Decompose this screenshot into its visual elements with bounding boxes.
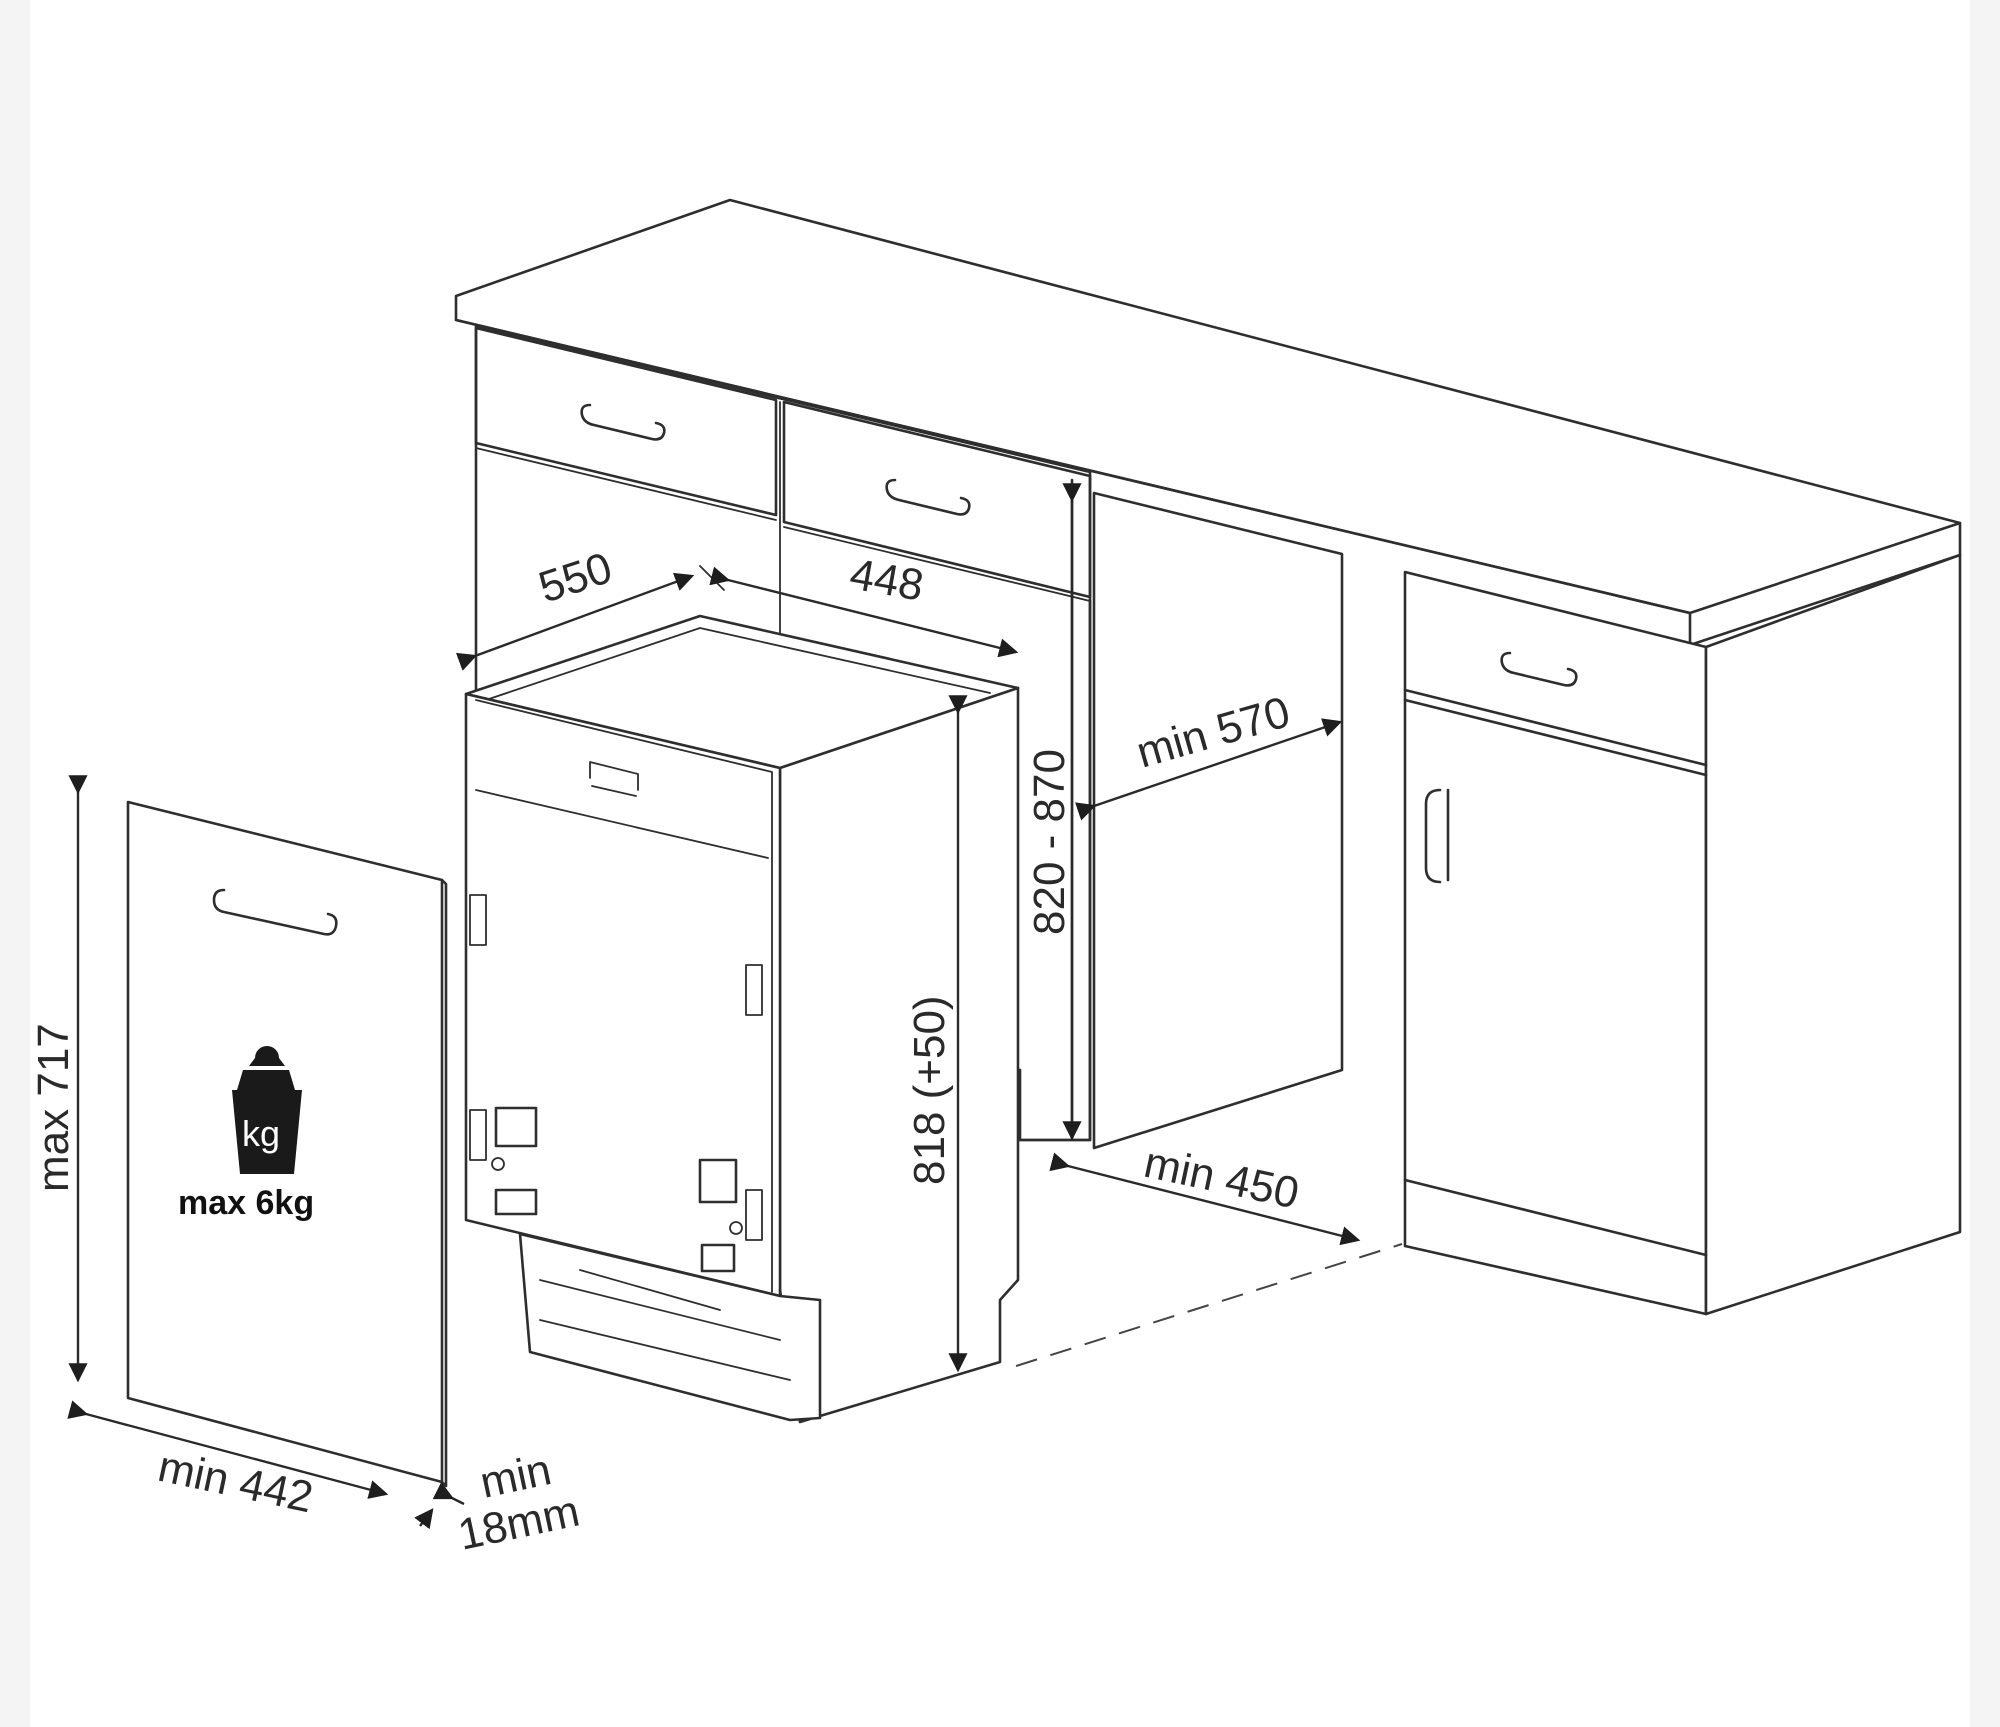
dishwasher-front — [464, 692, 782, 1298]
dishwasher-plinth — [518, 1232, 822, 1422]
left-drawer-2 — [782, 400, 1092, 599]
right-drawer-bottom — [1403, 688, 1708, 767]
floor-dashed-line — [1015, 1243, 1403, 1367]
side-clip — [469, 1109, 487, 1161]
drawer-handle-icon — [212, 888, 338, 936]
screw — [729, 1221, 743, 1235]
countertop-side-edge — [1688, 521, 1962, 615]
drawer-seam — [475, 447, 777, 521]
dim-niche-width — [1049, 1152, 1361, 1246]
right-door-top — [1403, 698, 1708, 777]
plinth-detail — [539, 1269, 791, 1381]
label-thickness-value: 18mm — [454, 1486, 584, 1559]
door-handle-icon — [1424, 788, 1442, 884]
side-clip — [469, 894, 487, 946]
label-panel-height: max 717 — [29, 1023, 78, 1192]
drawer-handle-icon — [1500, 651, 1578, 687]
right-plinth-line — [1403, 1178, 1708, 1257]
hinge-block — [494, 1188, 538, 1216]
hinge-block — [698, 1158, 738, 1204]
front-frame — [475, 699, 773, 1293]
screw — [491, 1157, 505, 1171]
right-margin-strip — [1970, 0, 2000, 1727]
drawer-handle-icon — [580, 403, 666, 441]
niche-back-panel — [1092, 491, 1344, 1150]
dim-niche-depth — [1074, 718, 1343, 821]
label-cabinet-height: 820 - 870 — [1025, 749, 1074, 935]
dimension-lines — [67, 483, 1403, 1530]
dim-depth-550 — [455, 572, 695, 671]
drawer-seam-2 — [783, 526, 1091, 602]
left-margin-strip — [0, 0, 30, 1727]
hinge-block — [700, 1243, 736, 1273]
furniture-panel: kg max 6kg — [126, 800, 448, 1488]
side-clip — [745, 1189, 763, 1241]
kg-icon-text: kg — [242, 1113, 280, 1154]
right-cabinet-side — [1704, 553, 1962, 1316]
label-appliance-height: 818 (+50) — [905, 995, 954, 1185]
dim-panel-width — [67, 1400, 389, 1499]
top-bracket — [589, 761, 639, 797]
hinge-block — [494, 1106, 538, 1148]
drawer-handle-icon — [885, 478, 971, 516]
dishwasher-top-rim — [485, 627, 991, 701]
left-drawer-1 — [474, 326, 778, 517]
dim-width-448 — [709, 566, 1019, 658]
dim-thickness-right — [432, 1481, 465, 1506]
control-panel-line — [475, 789, 769, 859]
kg-weight-icon: kg — [232, 1046, 302, 1174]
dim-thickness-left — [414, 1508, 434, 1530]
panel-weight-label: max 6kg — [178, 1184, 314, 1222]
side-clip — [745, 964, 763, 1016]
